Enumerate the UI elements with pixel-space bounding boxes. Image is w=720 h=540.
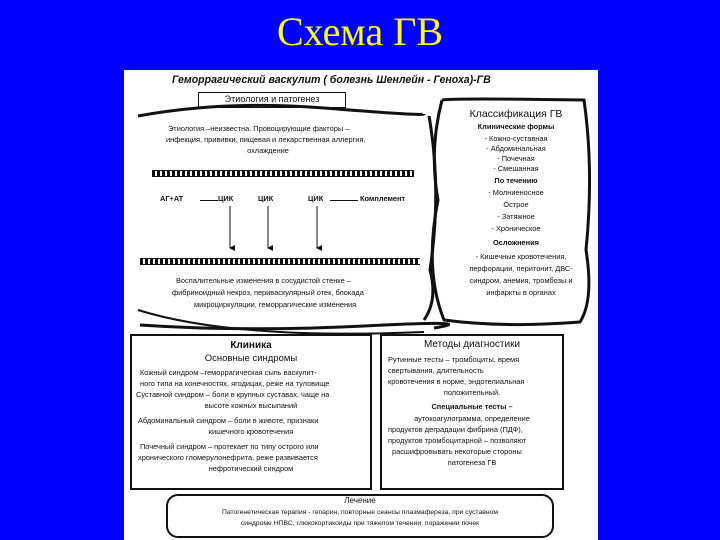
clinic-line-2: ного типа на конечностях, ягодицах, реже…: [140, 379, 330, 388]
diagnostics-line-6: аутокоагулограмма, определение: [414, 414, 530, 423]
course-3: - Затяжное: [497, 212, 535, 221]
clinic-heading: Клиника: [230, 340, 272, 351]
etiology-divider-top: [152, 170, 414, 177]
chain-ag-at: АГ+АТ: [160, 194, 184, 203]
diagnostics-line-9: расшифровывать некоторые стороны: [392, 447, 522, 456]
clinical-form-2: - Абдоминальная: [486, 144, 546, 153]
treatment-line-1: Патогенетическая терапия - гепарин, повт…: [221, 509, 499, 516]
diagnostics-line-8: продуктов тромбоцитарной – позволяют: [388, 436, 527, 445]
diagnostics-line-4: положительный.: [443, 388, 501, 397]
course-2: Острое: [503, 200, 529, 209]
clinical-form-4: - Смешанная: [493, 164, 539, 173]
diagnostics-heading: Методы диагностики: [423, 339, 521, 350]
chain-cik-3: ЦИК: [308, 194, 324, 203]
etiology-heading: Этиология и патогенез: [224, 94, 320, 104]
clinic-line-1: Кожный синдром –геморрагическая сыпь вас…: [140, 368, 317, 377]
clinic-box: Клиника Основные синдромы Кожный синдром…: [130, 334, 372, 490]
treatment-heading: Лечение: [344, 496, 376, 505]
etiology-line-1: Этиология –неизвестна. Провоцирующие фак…: [168, 124, 350, 133]
diagnostics-box: Методы диагностики Рутинные тесты – тром…: [380, 334, 564, 490]
scheme-title: Геморрагический васкулит ( болезнь Шенле…: [172, 74, 491, 86]
diagnostics-line-2: свертывания, длительность: [388, 366, 484, 375]
chain-complement: Комплемент: [360, 194, 406, 203]
clinic-line-6: кишечного кровотечения: [208, 427, 294, 436]
inflammation-line-3: микроциркуляции, геморрагические изменен…: [194, 300, 357, 309]
clinic-line-9: нефротический синдром: [208, 464, 294, 473]
chain-connector-2: [330, 200, 358, 201]
classification-complications-heading: Осложнения: [492, 238, 539, 247]
clinic-line-3: Суставной синдром – боли в крупных суста…: [136, 390, 330, 399]
clinic-line-4: высоте кожных высыпаний: [204, 401, 298, 410]
treatment-line-2: синдроме НПВС, глюкокортикоиды при тяжел…: [240, 520, 480, 527]
clinic-line-5: Абдоминальный синдром – боли в животе, п…: [138, 416, 319, 425]
diagnostics-line-10: патогенеза ГВ: [447, 458, 497, 467]
diagnostics-line-3: кровотечения в норме, эндотелиальная: [388, 377, 525, 386]
complication-line-3: синдром, анемия, тромбозы и: [469, 276, 573, 285]
course-4: - Хроническое: [491, 224, 541, 233]
classification-clinical-heading: Клинические формы: [477, 122, 555, 131]
etiology-region-border: [137, 97, 592, 335]
complication-line-1: - Кишечные кровотечения,: [475, 252, 567, 261]
etiology-line-3: охлаждение: [247, 146, 289, 155]
diagnostics-line-1: Рутинные тесты – тромбоциты, время: [388, 355, 520, 364]
clinic-line-7: Почечный синдром – протекает по типу ост…: [140, 442, 319, 451]
clinic-line-8: хронического гломерулонефрита, реже разв…: [138, 453, 318, 462]
chain-arrows: [229, 206, 322, 251]
scheme-sheet: Геморрагический васкулит ( болезнь Шенле…: [124, 70, 598, 540]
clinic-subheading: Основные синдромы: [204, 353, 298, 364]
diagnostics-line-7: продуктов деградации фибрина (ПДФ),: [388, 425, 523, 434]
inflammation-line-2: фибриноидный некроз, периваскулярный оте…: [172, 288, 364, 297]
chain-cik-2: ЦИК: [258, 194, 274, 203]
etiology-divider-bottom: [140, 258, 420, 265]
clinical-form-3: - Почечная: [497, 154, 535, 163]
classification-heading: Классификация ГВ: [469, 108, 563, 120]
complication-line-4: инфаркты в органах: [486, 288, 556, 297]
classification-course-heading: По течению: [494, 176, 538, 185]
clinical-form-1: - Кожно-суставная: [484, 134, 548, 143]
diagnostics-line-5: Специальные тесты –: [431, 402, 513, 411]
course-1: - Молниеносное: [488, 188, 544, 197]
complication-line-2: перфорации, перитонит, ДВС-: [469, 264, 573, 273]
etiology-line-2: инфекция, прививки, пищевая и лекарствен…: [166, 135, 366, 144]
treatment-box: Лечение Патогенетическая терапия - гепар…: [166, 494, 554, 538]
chain-cik-1: ЦИК: [218, 194, 234, 203]
inflammation-line-1: Воспалительные изменения в сосудистой ст…: [176, 276, 351, 285]
slide-title: Схема ГВ: [276, 9, 444, 54]
etiology-heading-box: Этиология и патогенез: [198, 92, 346, 108]
chain-connector-1: [200, 200, 218, 201]
